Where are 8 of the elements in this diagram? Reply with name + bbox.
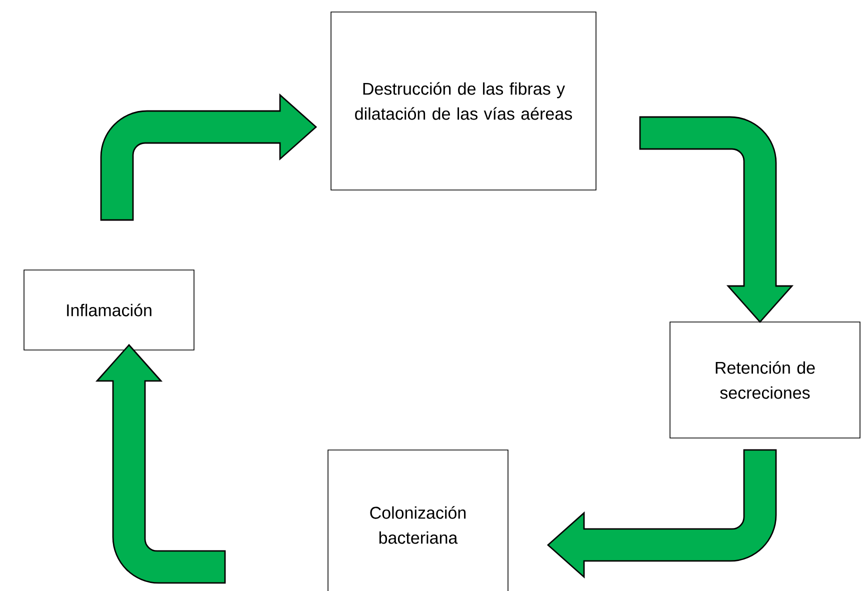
process-box: Colonización bacteriana xyxy=(328,450,508,591)
process-box: Destrucción de las fibras y dilatación de las vías aéreas xyxy=(330,12,596,190)
block-arrow xyxy=(547,449,777,578)
process-box: Retención de secreciones xyxy=(670,322,860,438)
block-arrow xyxy=(100,94,317,221)
process-box: Inflamación xyxy=(24,270,194,350)
block-arrow xyxy=(639,116,793,323)
block-arrow xyxy=(96,344,226,584)
